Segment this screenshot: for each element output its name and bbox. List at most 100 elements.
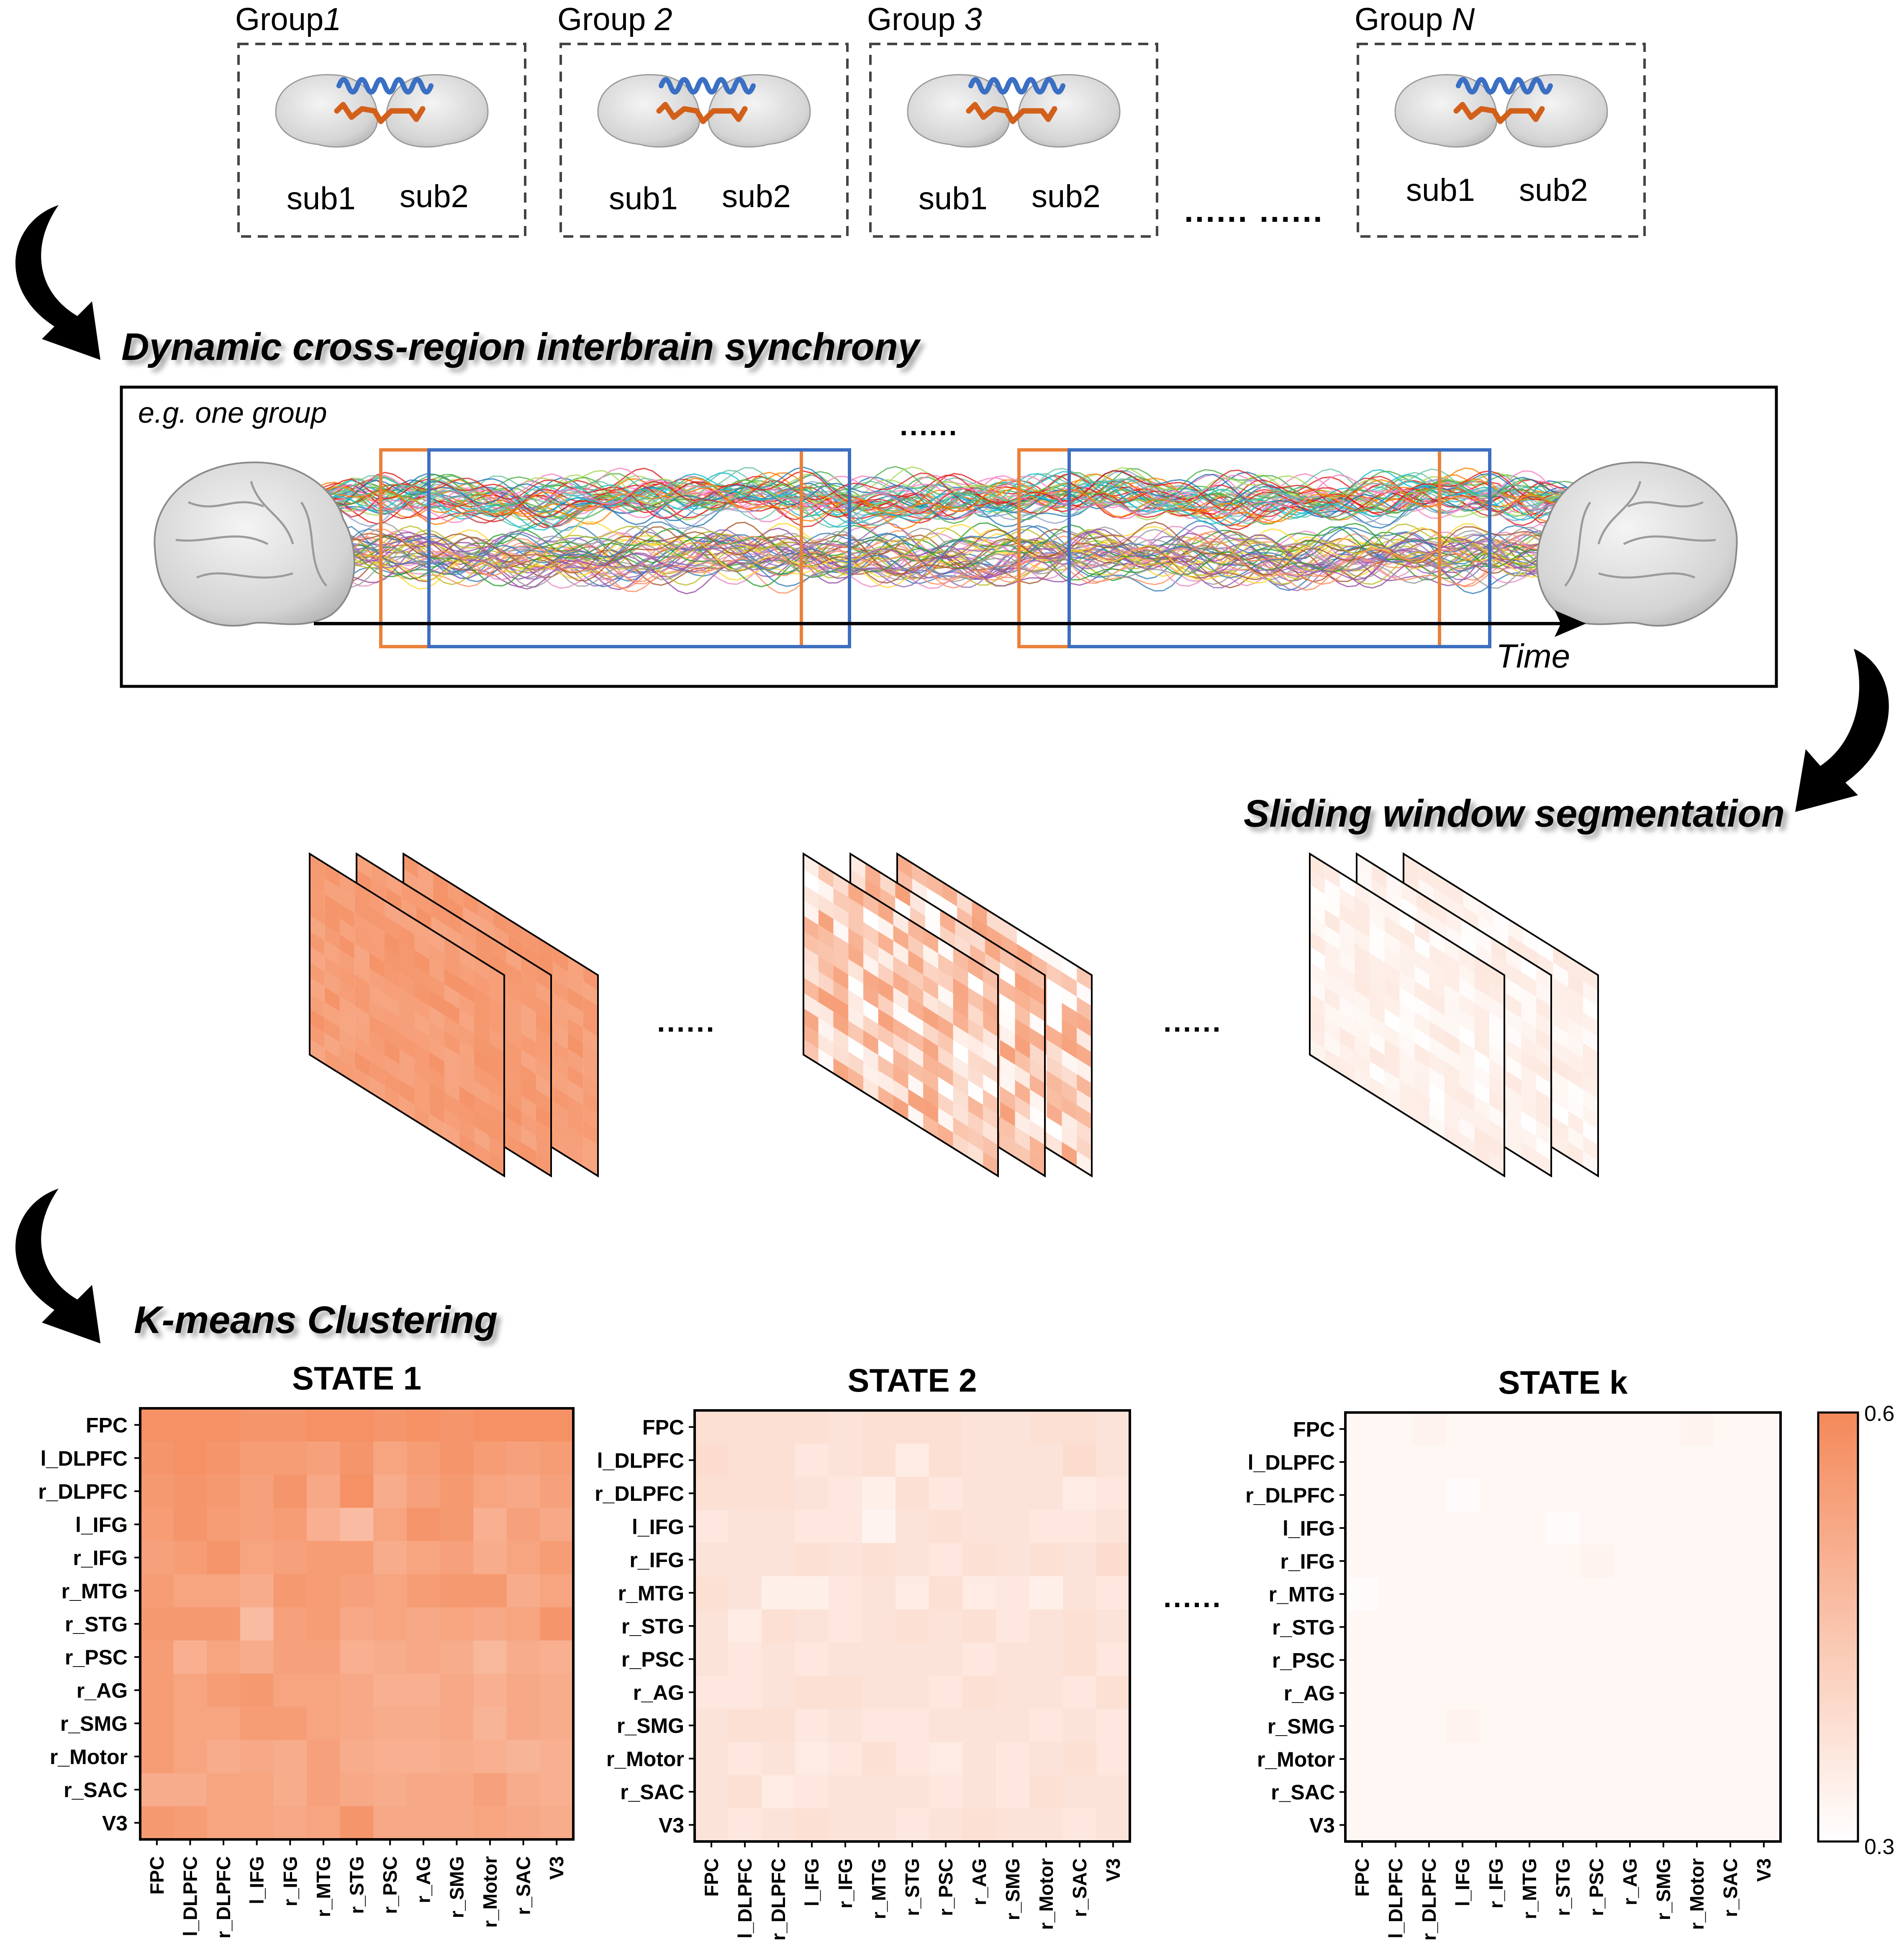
heatmap-cell bbox=[273, 1607, 307, 1641]
heatmap-cell bbox=[1546, 1445, 1580, 1479]
heatmap-cell bbox=[440, 1441, 474, 1475]
heatmap-cell bbox=[1379, 1742, 1413, 1776]
heatmap-cell bbox=[1546, 1709, 1580, 1743]
col-tick-label: r_STG bbox=[1552, 1858, 1574, 1916]
heatmap-cell bbox=[829, 1808, 862, 1842]
heatmap-cell bbox=[173, 1806, 207, 1840]
left-brain-icon bbox=[154, 461, 355, 627]
heatmap-cell bbox=[1029, 1675, 1063, 1709]
wave-blue bbox=[659, 77, 756, 95]
heatmap-cell bbox=[1096, 1510, 1130, 1544]
heatmap-cell bbox=[140, 1441, 174, 1475]
col-tick-label: FPC bbox=[146, 1856, 168, 1895]
group-label-prefix: Group bbox=[1355, 2, 1452, 37]
heatmap-cell bbox=[1714, 1808, 1747, 1842]
heatmap-cell bbox=[1479, 1643, 1513, 1677]
heatmap-cell bbox=[1513, 1808, 1547, 1842]
synchrony-line bbox=[301, 529, 1591, 590]
heatmap-cell bbox=[1096, 1543, 1130, 1577]
heatmap-cell bbox=[762, 1609, 795, 1643]
heatmap-cell bbox=[1096, 1742, 1130, 1776]
synchrony-line bbox=[301, 472, 1591, 519]
heatmap-cell bbox=[795, 1576, 829, 1610]
heatmap-cell bbox=[406, 1474, 441, 1508]
heatmap-cell bbox=[1613, 1643, 1647, 1677]
heatmap-cell bbox=[273, 1673, 307, 1707]
heatmap-cell bbox=[1714, 1544, 1747, 1578]
col-tick-label: r_STG bbox=[901, 1858, 923, 1916]
heatmap-cell bbox=[406, 1441, 441, 1475]
heatmap-cell bbox=[207, 1707, 241, 1740]
curved-arrow-icon bbox=[1795, 649, 1889, 812]
heatmap-cell bbox=[240, 1441, 274, 1475]
group-label: Group1 bbox=[235, 2, 341, 37]
heatmap-cell bbox=[1747, 1413, 1781, 1446]
heatmap-cell bbox=[340, 1806, 374, 1840]
heatmap-cell bbox=[240, 1508, 274, 1541]
heatmap-cell bbox=[695, 1443, 729, 1477]
heatmap-cell bbox=[540, 1541, 574, 1574]
heatmap-cell bbox=[340, 1441, 374, 1475]
heatmap-cell bbox=[896, 1675, 929, 1709]
heatmap-cell bbox=[1546, 1413, 1580, 1446]
col-tick-label: l_DLPFC bbox=[1385, 1858, 1406, 1939]
row-tick-label: l_IFG bbox=[1283, 1517, 1335, 1540]
heatmap-cell bbox=[762, 1808, 795, 1842]
heatmap-cell bbox=[540, 1640, 574, 1674]
synchrony-line bbox=[301, 529, 1591, 589]
heatmap-cell bbox=[1580, 1775, 1614, 1809]
heatmap-cell bbox=[240, 1408, 274, 1442]
heatmap-cell bbox=[473, 1607, 507, 1641]
heatmap-cell bbox=[1613, 1445, 1647, 1479]
heatmap-cell bbox=[1345, 1478, 1379, 1512]
heatmap-cell bbox=[1029, 1808, 1063, 1842]
heatmap-cell bbox=[1747, 1610, 1781, 1644]
row-tick-label: r_SAC bbox=[620, 1780, 684, 1804]
heatmap-cell bbox=[728, 1742, 762, 1776]
heatmap-cell bbox=[207, 1673, 241, 1707]
col-tick-label: r_MTG bbox=[1519, 1858, 1540, 1919]
heatmap-cell bbox=[1647, 1676, 1681, 1710]
heatmap-cell bbox=[962, 1543, 996, 1577]
heatmap-cell bbox=[207, 1408, 241, 1442]
col-tick-label: r_Motor bbox=[1686, 1858, 1708, 1930]
heatmap-cell bbox=[728, 1443, 762, 1477]
heatmap-cell bbox=[929, 1543, 963, 1577]
heatmap-cell bbox=[1546, 1478, 1580, 1512]
group-label-prefix: Group bbox=[557, 2, 654, 37]
heatmap-cell bbox=[173, 1574, 207, 1608]
colorbar-max-label: 0.6 bbox=[1864, 1402, 1894, 1426]
col-tick-label: FPC bbox=[701, 1858, 722, 1897]
heatmap-cell bbox=[829, 1510, 862, 1544]
heatmap-cell bbox=[1680, 1544, 1714, 1578]
heatmap-cell bbox=[1096, 1443, 1130, 1477]
state-title: STATE 1 bbox=[292, 1360, 421, 1397]
heatmap-cell bbox=[373, 1574, 407, 1608]
heatmap-cell bbox=[307, 1408, 341, 1442]
row-tick-label: r_Motor bbox=[606, 1747, 684, 1771]
heatmap-cell bbox=[1580, 1544, 1614, 1578]
col-tick-label: r_IFG bbox=[834, 1858, 856, 1908]
heatmap-cell bbox=[862, 1576, 896, 1610]
heatmap-cell bbox=[273, 1740, 307, 1774]
group-label-prefix: Group bbox=[235, 2, 323, 37]
heatmap-cell bbox=[1613, 1775, 1647, 1809]
heatmap-cell bbox=[1446, 1445, 1480, 1479]
row-tick-label: r_Motor bbox=[1257, 1748, 1335, 1771]
row-tick-label: r_IFG bbox=[73, 1546, 128, 1570]
heatmap-cell bbox=[962, 1477, 996, 1510]
group-dashed-frame bbox=[559, 43, 849, 238]
heatmap-cell bbox=[896, 1642, 929, 1676]
synchrony-line bbox=[301, 479, 1591, 529]
heatmap-cell bbox=[1446, 1643, 1480, 1677]
heatmap-cell bbox=[795, 1510, 829, 1544]
heatmap-cell bbox=[273, 1541, 307, 1574]
heatmap-cell bbox=[996, 1675, 1030, 1709]
heatmap-cell bbox=[1546, 1775, 1580, 1809]
heatmap-cell bbox=[307, 1673, 341, 1707]
row-tick-label: r_PSC bbox=[65, 1646, 128, 1669]
heatmap-cell bbox=[1680, 1775, 1714, 1809]
heatmap-cell bbox=[829, 1443, 862, 1477]
heatmap-cell bbox=[373, 1773, 407, 1807]
